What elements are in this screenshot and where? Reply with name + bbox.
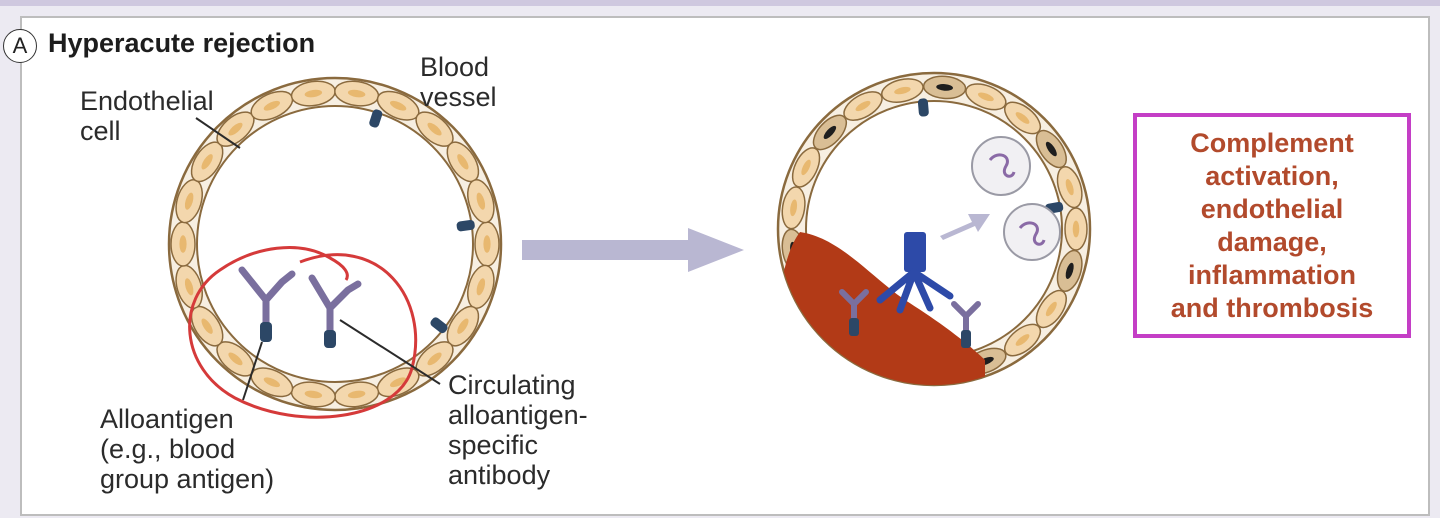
leukocyte-2 <box>1003 203 1061 261</box>
cell-nucleus <box>201 154 213 170</box>
cell-nucleus <box>347 390 366 399</box>
cell-nucleus <box>184 278 194 296</box>
cell-nucleus <box>304 89 323 98</box>
cell-nucleus <box>457 154 469 170</box>
cell-nucleus <box>201 318 213 334</box>
cell-nucleus <box>389 100 407 111</box>
damaged-nucleus <box>1045 141 1057 157</box>
recruitment-arrow <box>940 214 990 240</box>
alloantigen <box>456 219 475 232</box>
panel-letter: A <box>3 29 37 63</box>
alloantigen-markers <box>369 109 475 334</box>
leader-alloantigen <box>242 341 263 401</box>
cell-nucleus <box>427 122 442 136</box>
cell-nucleus <box>790 199 798 217</box>
cell-nucleus <box>1072 220 1080 238</box>
cell-nucleus <box>263 377 281 388</box>
cell-nucleus <box>801 159 811 176</box>
cell-nucleus <box>304 390 323 399</box>
transition-arrow <box>522 228 744 272</box>
label-antibody: Circulating alloantigen- specific antibo… <box>448 370 588 490</box>
leader-endothelial <box>195 117 241 149</box>
damaged-nucleus <box>936 84 953 91</box>
top-band <box>0 0 1440 6</box>
annotation-circle <box>188 246 418 419</box>
cell-nucleus <box>476 192 486 210</box>
cell-nucleus <box>184 192 194 210</box>
cell-nucleus <box>483 235 491 253</box>
label-blood-vessel: Blood vessel <box>420 52 497 112</box>
cell-nucleus <box>1015 334 1030 346</box>
panel-title: Hyperacute rejection <box>48 28 316 58</box>
antibody-2 <box>308 274 362 348</box>
cell-nucleus <box>427 352 442 366</box>
cell-nucleus <box>855 100 871 112</box>
cell-nucleus <box>457 318 469 334</box>
label-alloantigen: Alloantigen (e.g., blood group antigen) <box>100 404 275 494</box>
label-endothelial-cell: Endothelial cell <box>80 86 214 146</box>
antibody-4 <box>951 301 981 348</box>
alloantigen <box>369 109 383 128</box>
cell-nucleus <box>228 122 243 136</box>
cell-nucleus <box>977 92 994 102</box>
antibody-1 <box>238 266 296 342</box>
cell-nucleus <box>1015 112 1030 124</box>
antibody-3 <box>839 289 869 336</box>
alloantigen <box>430 317 448 334</box>
cell-nucleus <box>263 100 281 111</box>
leukocyte-1 <box>971 136 1031 196</box>
cell-nucleus <box>389 377 407 388</box>
cell-nucleus <box>894 86 911 95</box>
cell-nucleus <box>1045 301 1057 317</box>
damaged-nucleus <box>823 125 837 139</box>
cell-nucleus <box>228 352 243 366</box>
cell-nucleus <box>1065 179 1074 196</box>
alloantigen <box>917 98 929 117</box>
cell-nucleus <box>347 89 366 98</box>
outcome-callout: Complement activation, endothelial damag… <box>1133 113 1411 338</box>
cell-nucleus <box>179 235 187 253</box>
complement-cluster <box>876 232 954 314</box>
cell-nucleus <box>476 278 486 296</box>
blood-vessel-normal <box>167 76 503 412</box>
outcome-text: Complement activation, endothelial damag… <box>1170 127 1374 323</box>
damaged-nucleus <box>1065 262 1074 279</box>
leader-antibody <box>339 319 441 385</box>
